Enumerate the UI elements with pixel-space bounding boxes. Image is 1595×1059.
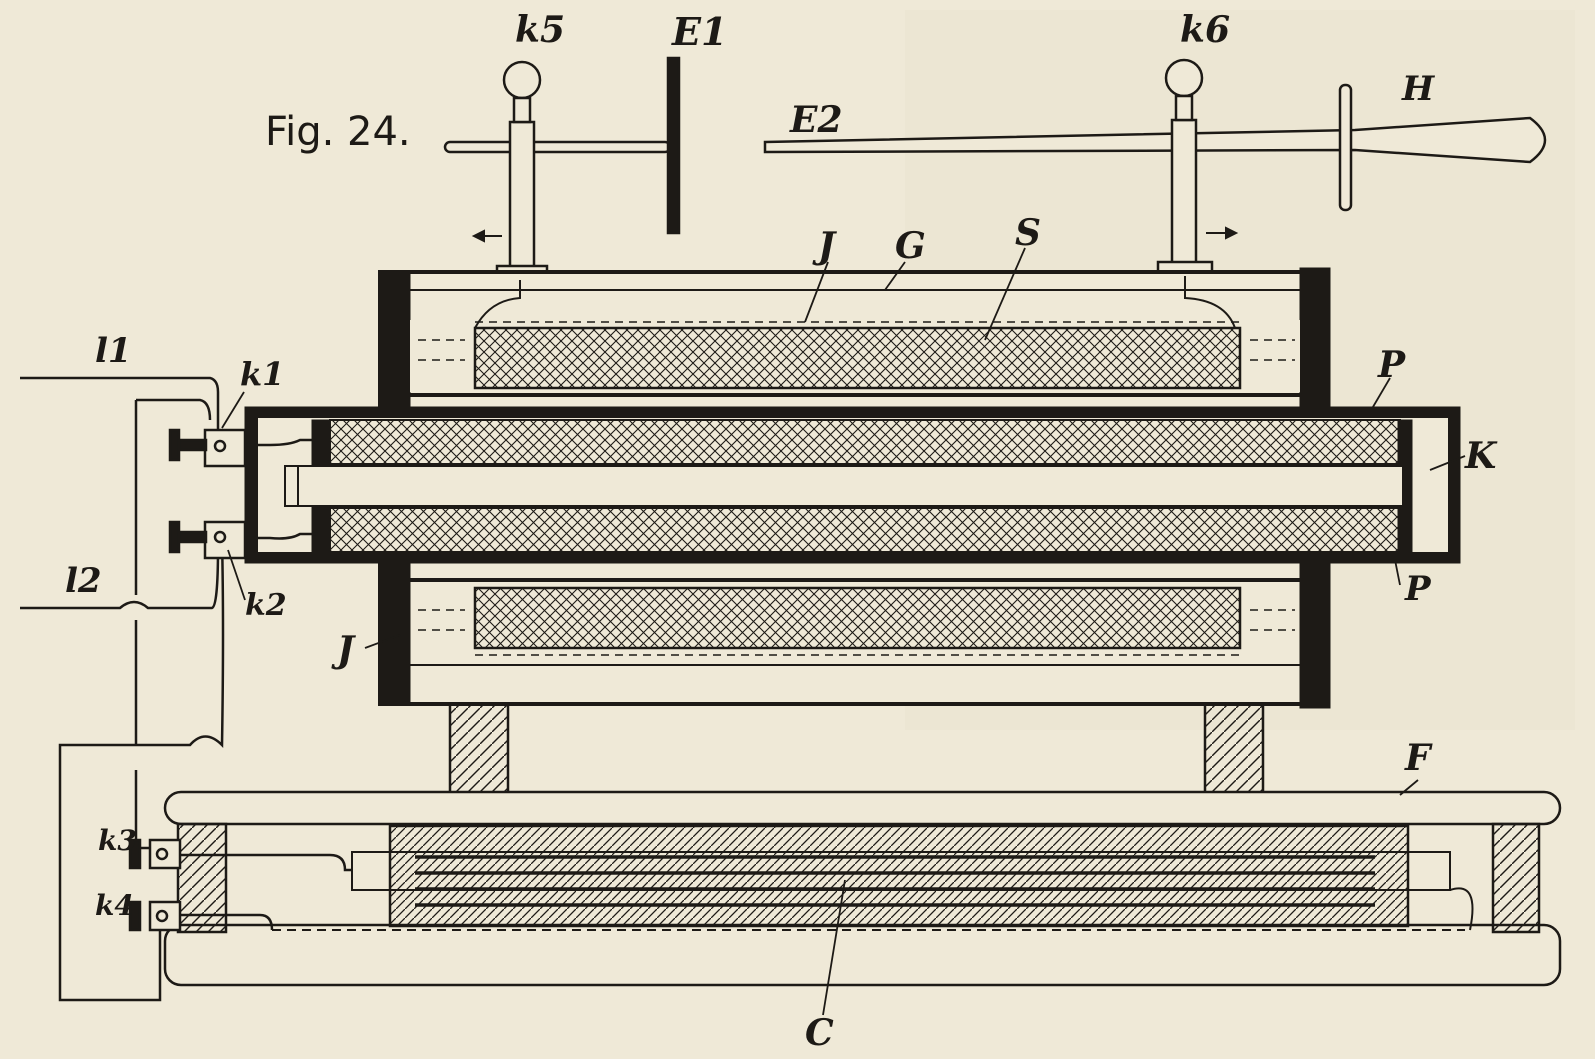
binding-posts xyxy=(128,428,247,932)
label-h: H xyxy=(1401,69,1436,109)
rod-e1 xyxy=(443,140,672,154)
arrow-icons xyxy=(471,226,1239,243)
ball-k5 xyxy=(502,60,542,100)
wiring xyxy=(20,376,352,1002)
plate-e1 xyxy=(666,56,681,235)
supports xyxy=(448,702,1265,796)
secondary-coil-bottom xyxy=(473,586,1242,650)
iron-core xyxy=(284,465,1404,507)
rod-e2 xyxy=(763,116,1547,164)
label-k5: k5 xyxy=(515,9,565,51)
label-k3: k3 xyxy=(98,824,137,857)
label-k4: k4 xyxy=(95,889,134,922)
label-k1: k1 xyxy=(240,355,284,393)
label-p-top: P xyxy=(1377,344,1406,386)
primary-coil-bottom xyxy=(329,507,1401,553)
label-c: C xyxy=(805,1012,834,1054)
label-f: F xyxy=(1404,737,1433,779)
primary-coil-top xyxy=(329,419,1401,465)
figure-title: Fig. 24. xyxy=(265,109,411,155)
label-l2: l2 xyxy=(65,561,102,601)
ball-k6 xyxy=(1164,58,1204,98)
label-k2: k2 xyxy=(245,588,287,623)
label-k6: k6 xyxy=(1180,9,1230,51)
label-k: K xyxy=(1464,435,1498,477)
label-e2: E2 xyxy=(789,99,843,141)
secondary-coil-top xyxy=(473,326,1242,390)
label-e1: E1 xyxy=(671,9,727,54)
primary-tube xyxy=(244,406,1461,564)
condenser-base xyxy=(163,790,1562,987)
label-s: S xyxy=(1015,212,1041,254)
spark-gap xyxy=(443,56,1547,282)
label-g: G xyxy=(895,225,926,267)
label-l1: l1 xyxy=(95,331,132,371)
condenser-c xyxy=(388,824,1410,928)
label-p-bottom: P xyxy=(1404,569,1432,609)
